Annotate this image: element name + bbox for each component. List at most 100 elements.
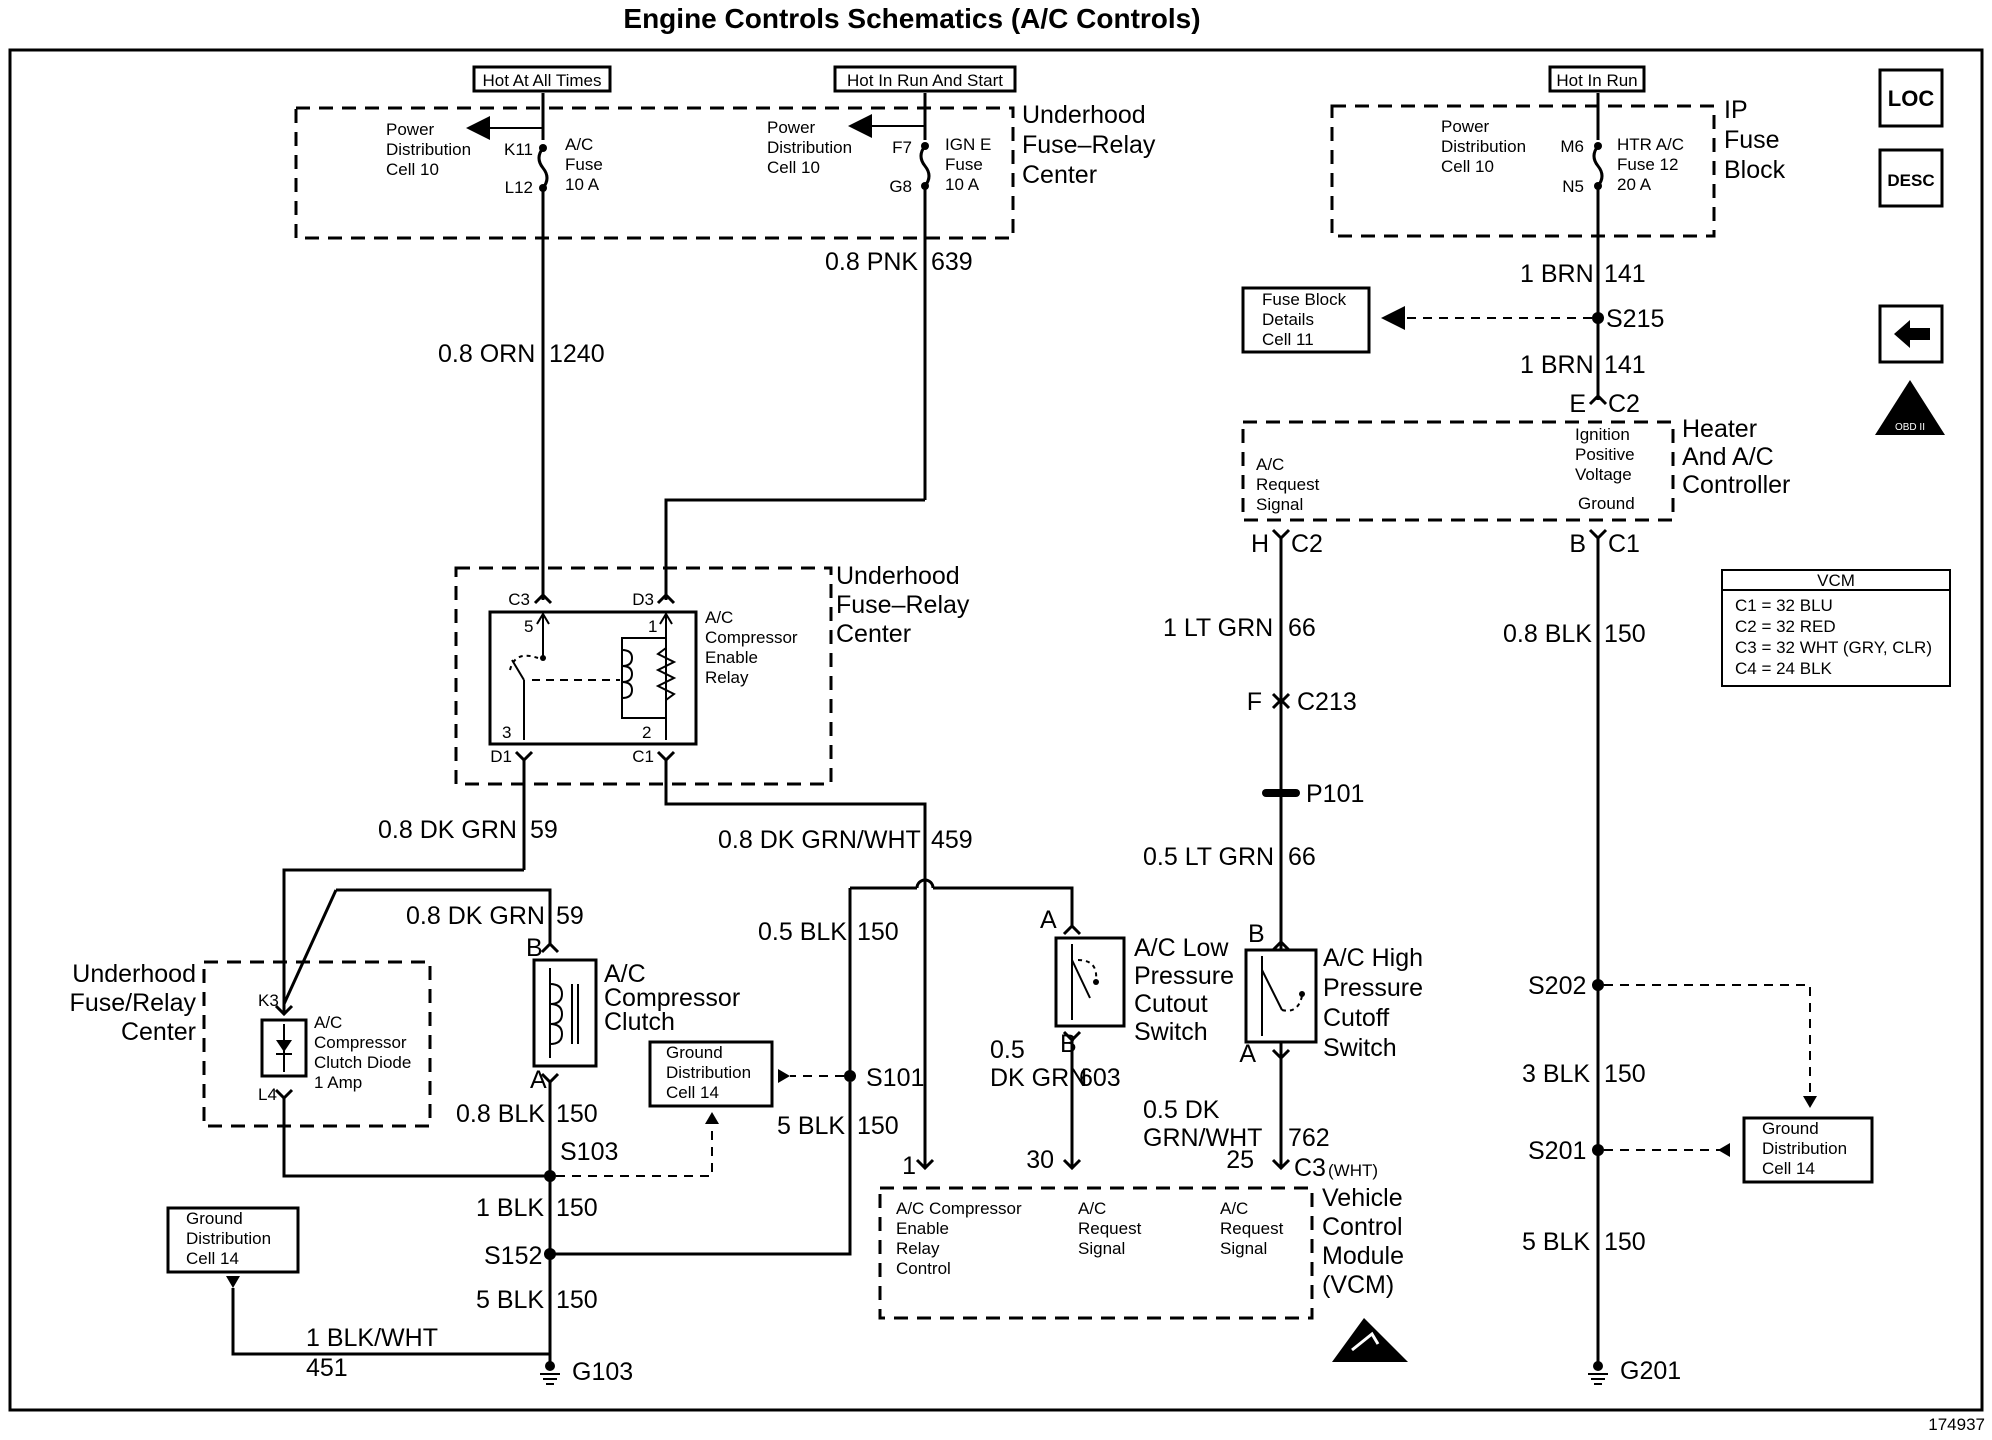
low-switch-label-3: Cutout	[1134, 990, 1208, 1018]
ip-fuse-block-title-1: IP	[1724, 96, 1748, 124]
svg-text:Cell 14: Cell 14	[186, 1249, 239, 1268]
wire-150a-circuit: 150	[857, 918, 899, 946]
relay-label-3: Enable	[705, 648, 758, 667]
power-dist-mid-1: Power	[767, 118, 816, 137]
diode-center-title-2: Fuse/Relay	[70, 989, 197, 1017]
low-switch-label-2: Pressure	[1134, 962, 1234, 990]
ground-g201-label: G201	[1620, 1357, 1681, 1385]
diode-label-3: Clutch Diode	[314, 1053, 411, 1072]
ground-dist-ref-2[interactable]: Ground Distribution Cell 14	[166, 1206, 300, 1274]
wire-762-gauge-1: 0.5 DK	[1143, 1096, 1220, 1124]
wire-150c-circuit: 150	[857, 1112, 899, 1140]
wire-66a-gauge: 1 LT GRN	[1163, 614, 1273, 642]
back-button[interactable]	[1878, 304, 1944, 364]
ac-high-pressure-switch	[1244, 948, 1318, 1044]
vcm-col3-2: Request	[1220, 1219, 1284, 1238]
ground-dist-ref-1[interactable]: Ground Distribution Cell 14	[648, 1040, 774, 1108]
svg-text:Cell 14: Cell 14	[1762, 1159, 1815, 1178]
high-switch-label-3: Cutoff	[1323, 1004, 1389, 1032]
connector-c2-bottom-icon	[1271, 528, 1291, 541]
wire-451-circuit: 451	[306, 1354, 348, 1382]
high-switch-label-2: Pressure	[1323, 974, 1423, 1002]
controller-right-2: Positive	[1575, 445, 1635, 464]
wire-59a-circuit: 59	[530, 816, 558, 844]
svg-text:Hot In Run: Hot In Run	[1556, 71, 1637, 90]
loc-button[interactable]: LOC	[1878, 68, 1944, 128]
clutch-pin-b: B	[526, 934, 543, 962]
svg-text:Ground: Ground	[666, 1043, 723, 1062]
wire-603-circuit: 603	[1079, 1064, 1121, 1092]
wire-1240-circuit: 1240	[549, 340, 605, 368]
wire-451	[231, 1288, 550, 1356]
heater-controller-title-3: Controller	[1682, 471, 1790, 499]
vcm-col1-1: A/C Compressor	[896, 1199, 1022, 1218]
ip-power-dist-1: Power	[1441, 117, 1490, 136]
relay-center-title-1: Underhood	[836, 562, 960, 590]
svg-text:C2 = 32 RED: C2 = 32 RED	[1735, 617, 1836, 636]
splice-s103	[544, 1170, 556, 1182]
htr-fuse-label-3: 20 A	[1617, 175, 1652, 194]
vcm-title-4: (VCM)	[1322, 1271, 1394, 1299]
diode-label-4: 1 Amp	[314, 1073, 362, 1092]
svg-text:Hot At All Times: Hot At All Times	[482, 71, 601, 90]
relay-pin-5: 5	[524, 617, 533, 636]
ac-fuse-bottom-pin: L12	[505, 178, 533, 197]
splice-s201-label: S201	[1528, 1137, 1586, 1165]
ground-dist-ref-3[interactable]: Ground Distribution Cell 14	[1742, 1116, 1874, 1184]
vcm-col3-3: Signal	[1220, 1239, 1267, 1258]
svg-text:Ground: Ground	[1762, 1119, 1819, 1138]
wire-66b-circuit: 66	[1288, 843, 1316, 871]
svg-text:Cell 11: Cell 11	[1262, 330, 1314, 349]
fuse-relay-center-title-2: Fuse–Relay	[1022, 131, 1156, 159]
vcm-col1-4: Control	[896, 1259, 951, 1278]
ign-fuse-bottom-pin: G8	[889, 177, 912, 196]
wire-66a-circuit: 66	[1288, 614, 1316, 642]
wire-459-gauge: 0.8 DK GRN/WHT	[718, 826, 921, 854]
page-title: Engine Controls Schematics (A/C Controls…	[623, 3, 1200, 34]
ip-power-dist-3: Cell 10	[1441, 157, 1494, 176]
c2-bottom-name: C2	[1291, 530, 1323, 558]
vcm-col2-2: Request	[1078, 1219, 1142, 1238]
ip-fuse-block-title-3: Block	[1724, 156, 1786, 184]
clutch-label-1: A/C	[604, 960, 646, 988]
relay-center-title-3: Center	[836, 620, 911, 648]
ground-g103-icon	[540, 1361, 560, 1385]
ign-fuse-top-pin: F7	[892, 138, 912, 157]
relay-pin-2: 2	[642, 723, 651, 742]
power-dist-left-1: Power	[386, 120, 435, 139]
c2-top-name: C2	[1608, 390, 1640, 418]
c213-pin: F	[1247, 688, 1262, 716]
wire-141a-gauge: 1 BRN	[1520, 260, 1594, 288]
htr-fuse-bottom-pin: N5	[1562, 177, 1584, 196]
svg-text:C4 = 24 BLK: C4 = 24 BLK	[1735, 659, 1833, 678]
splice-s202-label: S202	[1528, 972, 1586, 1000]
ign-fuse-label-3: 10 A	[945, 175, 980, 194]
wire-150r3-gauge: 5 BLK	[1522, 1228, 1590, 1256]
wire-141a-circuit: 141	[1604, 260, 1646, 288]
desc-button[interactable]: DESC	[1878, 148, 1944, 208]
fuse-block-details-ref[interactable]: Fuse Block Details Cell 11	[1241, 286, 1371, 354]
wire-639-circuit: 639	[931, 248, 973, 276]
splice-s152-label: S152	[484, 1242, 542, 1270]
relay-label-2: Compressor	[705, 628, 798, 647]
wire-150d-gauge: 1 BLK	[476, 1194, 544, 1222]
relay-label-4: Relay	[705, 668, 749, 687]
ac-low-pressure-cutout-switch	[1054, 936, 1126, 1028]
diode-pin-top: K3	[258, 991, 279, 1010]
c213-name: C213	[1297, 688, 1357, 716]
hot-in-run-label: Hot In Run	[1548, 65, 1646, 93]
relay-fuse-relay-center	[454, 566, 833, 786]
vcm-c3-name: C3	[1294, 1154, 1326, 1182]
ground-g103-label: G103	[572, 1358, 633, 1386]
clutch-label-2: Compressor	[604, 984, 740, 1012]
splice-s201	[1592, 1144, 1604, 1156]
relay-c1-label: C1	[632, 747, 654, 766]
c2-bottom-pin: H	[1251, 530, 1269, 558]
power-dist-left-3: Cell 10	[386, 160, 439, 179]
esd-warning-icon	[1332, 1318, 1408, 1362]
controller-left-3: Signal	[1256, 495, 1303, 514]
clutch-pin-a: A	[530, 1066, 547, 1094]
wire-150e-circuit: 150	[556, 1286, 598, 1314]
vcm-col2-3: Signal	[1078, 1239, 1125, 1258]
vcm-title-1: Vehicle	[1322, 1184, 1403, 1212]
